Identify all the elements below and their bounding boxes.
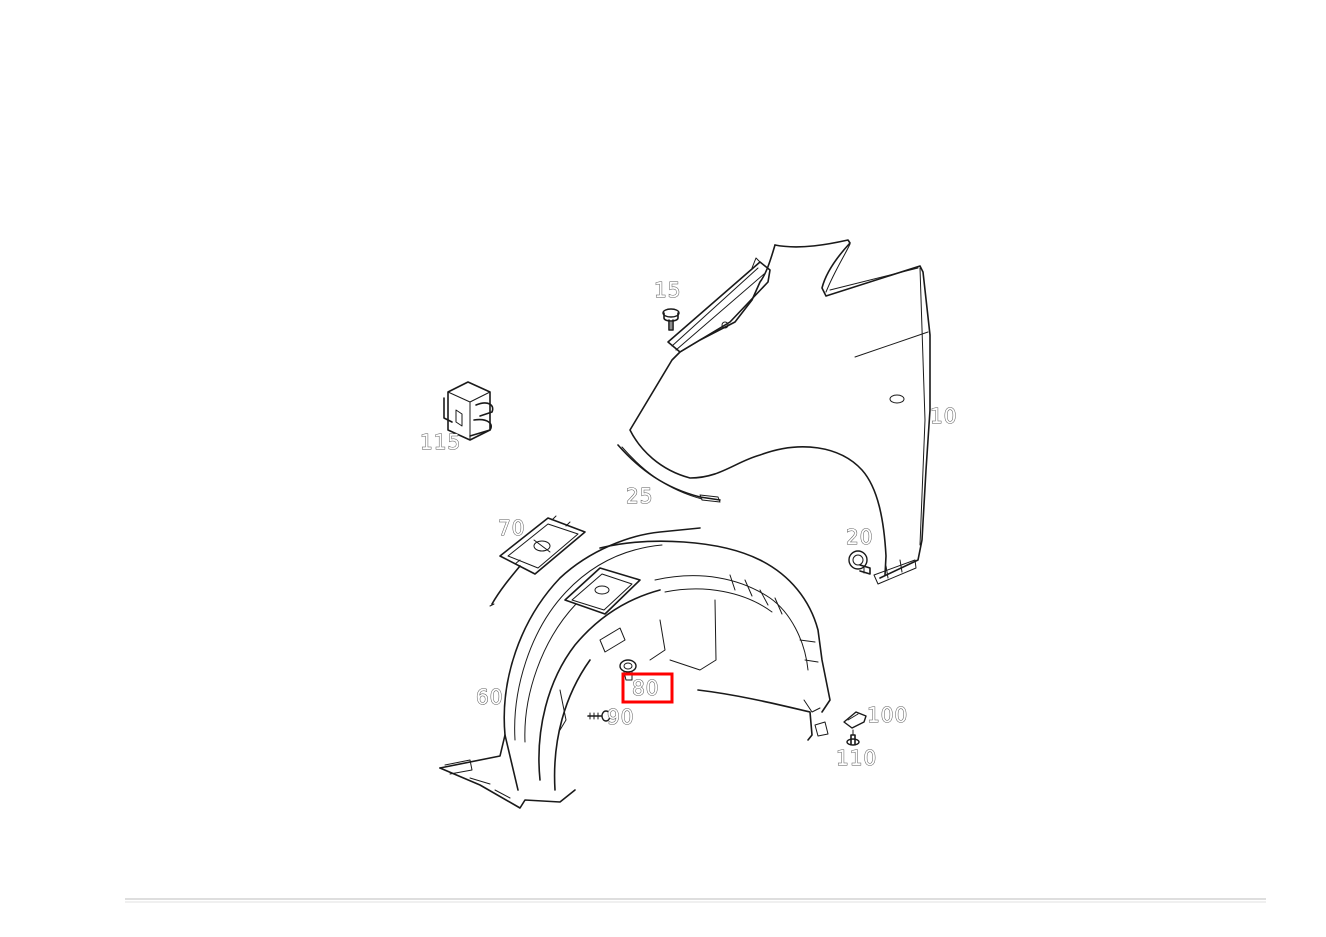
callout-80[interactable]: 80 (632, 676, 659, 701)
callout-110[interactable]: 110 (836, 746, 877, 771)
fender-part-10[interactable] (629, 239, 931, 585)
bolt-part-15[interactable] (662, 308, 680, 331)
callout-115[interactable]: 115 (420, 430, 461, 455)
screw-part-90[interactable] (587, 710, 611, 722)
callout-70[interactable]: 70 (498, 516, 525, 541)
fender-bracket (667, 257, 771, 353)
plate-part-70[interactable] (489, 515, 586, 607)
seal-strip-part-25[interactable] (617, 444, 721, 503)
fastener-part-80[interactable] (619, 659, 637, 681)
callout-60[interactable]: 60 (476, 685, 503, 710)
callout-20[interactable]: 20 (846, 525, 873, 550)
callout-100[interactable]: 100 (867, 703, 908, 728)
callout-10[interactable]: 10 (930, 404, 957, 429)
callout-80-highlight (621, 672, 674, 704)
callout-90[interactable]: 90 (607, 705, 634, 730)
callout-15[interactable]: 15 (654, 278, 681, 303)
clip-nut-part-100[interactable] (843, 711, 867, 729)
bolt-part-20[interactable] (848, 550, 871, 575)
wheel-arch-liner-part-60[interactable] (439, 527, 831, 809)
callout-25[interactable]: 25 (626, 484, 653, 509)
clip-part-115[interactable] (443, 381, 494, 441)
screw-part-110[interactable] (846, 729, 860, 746)
